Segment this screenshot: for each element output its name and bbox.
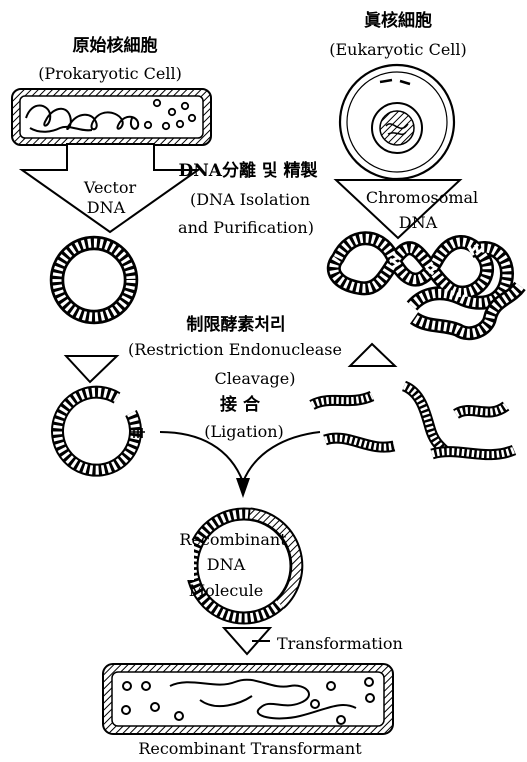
recombinant-label-2: DNA — [207, 555, 246, 574]
vector-dna-arrow: Vector DNA — [22, 144, 198, 232]
restriction-label-1: (Restriction Endonuclease — [128, 340, 342, 359]
transformant-label: Recombinant Transformant — [138, 739, 362, 758]
plasmid-dot — [366, 694, 374, 702]
plasmid-dot — [337, 716, 345, 724]
ligation-label: (Ligation) — [204, 422, 284, 441]
dna-fragment — [432, 450, 514, 455]
dna-fragment — [325, 438, 394, 447]
cleaved-plasmid — [57, 392, 145, 470]
restriction-label-cjk: 制限酵素처리 — [186, 314, 285, 335]
restriction-label-2: Cleavage) — [215, 369, 296, 388]
plasmid-dot — [365, 678, 373, 686]
recombinant-dna-molecule: Recombinant DNA Molecule — [179, 514, 296, 618]
recombinant-label-1: Recombinant — [179, 530, 287, 549]
cleavage-arrow-left — [66, 356, 117, 382]
prokaryotic-cell-label: (Prokaryotic Cell) — [38, 64, 182, 83]
eukaryotic-cell — [340, 65, 454, 179]
transformation-arrow: Transformation — [224, 628, 403, 654]
plasmid-dot — [327, 682, 335, 690]
recombinant-label-3: Molecule — [189, 581, 263, 600]
dna-fragments — [312, 386, 514, 455]
chromosomal-dna-label-2: DNA — [399, 213, 438, 232]
plasmid-dot — [142, 682, 150, 690]
chromosomal-dna-label-1: Chromosomal — [366, 188, 478, 207]
ligation-label-cjk: 接 合 — [220, 394, 261, 415]
chromosomal-dna-arrow: Chromosomal DNA — [336, 180, 478, 238]
vector-plasmid — [51, 237, 138, 324]
plasmid-dot — [122, 706, 130, 714]
transformation-label: Transformation — [277, 634, 403, 653]
plasmid-dot — [311, 700, 319, 708]
dna-fragment — [312, 396, 372, 405]
dna-isolation-label-2: and Purification) — [178, 218, 314, 237]
eukaryotic-cell-label-cjk: 眞核細胞 — [364, 10, 432, 31]
prokaryotic-cell — [12, 89, 211, 145]
plasmid-dot — [123, 682, 131, 690]
eukaryotic-cell-label: (Eukaryotic Cell) — [329, 40, 467, 59]
vector-dna-label-1: Vector — [83, 178, 137, 197]
dna-fragment — [404, 386, 446, 452]
ligation-arrows — [160, 432, 320, 498]
dna-fragment — [456, 406, 506, 414]
prokaryotic-cell-label-cjk: 原始核細胞 — [73, 35, 158, 56]
plasmid-dot — [175, 712, 183, 720]
dna-isolation-label-1: (DNA Isolation — [190, 190, 310, 209]
vector-dna-label-2: DNA — [87, 198, 126, 217]
dna-isolation-label-cjk: DNA分離 및 精製 — [179, 160, 318, 181]
transformant-cell — [103, 664, 393, 734]
nucleus — [372, 103, 422, 153]
cleavage-arrow-right — [350, 344, 395, 366]
chromosomal-dna-strand — [334, 238, 520, 333]
plasmid-dot — [151, 703, 159, 711]
